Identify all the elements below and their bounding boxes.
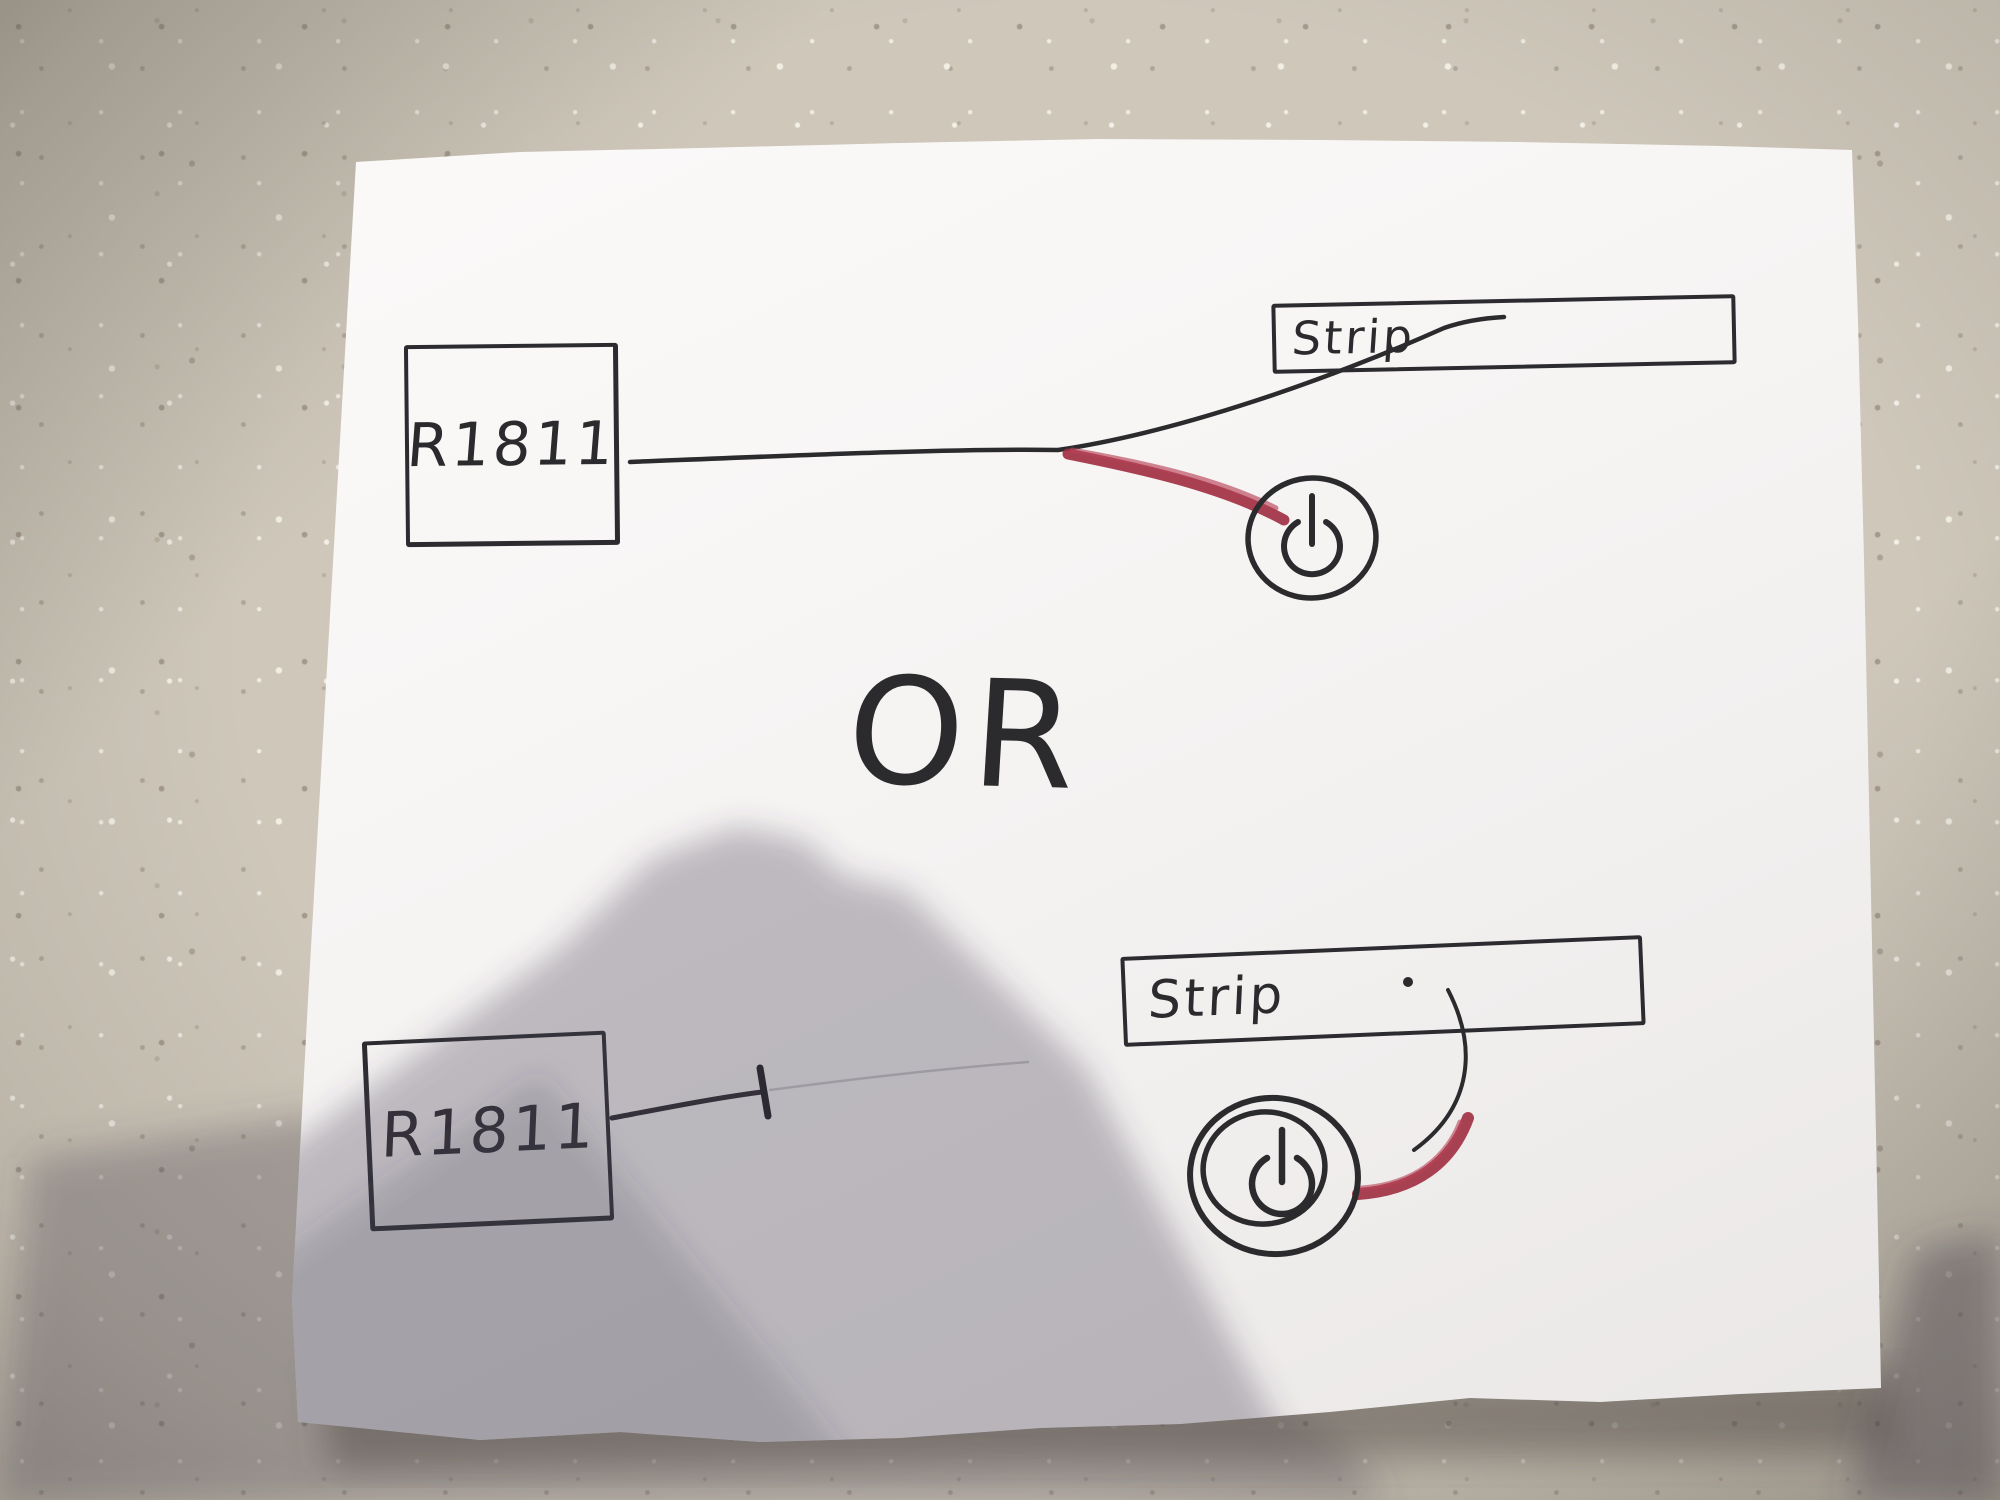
counter-shadow-right-edge bbox=[1850, 1232, 2000, 1500]
wire-top bbox=[627, 314, 1507, 465]
red-jumper-top-highlight bbox=[1069, 447, 1279, 511]
red-jumper-bottom-highlight bbox=[1359, 1119, 1463, 1191]
hand-shadow-core bbox=[292, 1075, 880, 1442]
power-icon-bottom bbox=[1187, 1094, 1361, 1258]
strip-bottom-dot bbox=[1403, 977, 1413, 987]
power-icon-top bbox=[1245, 475, 1379, 601]
red-jumper-bottom bbox=[1352, 1112, 1474, 1200]
wire-strip-to-button-bottom bbox=[1412, 988, 1468, 1152]
